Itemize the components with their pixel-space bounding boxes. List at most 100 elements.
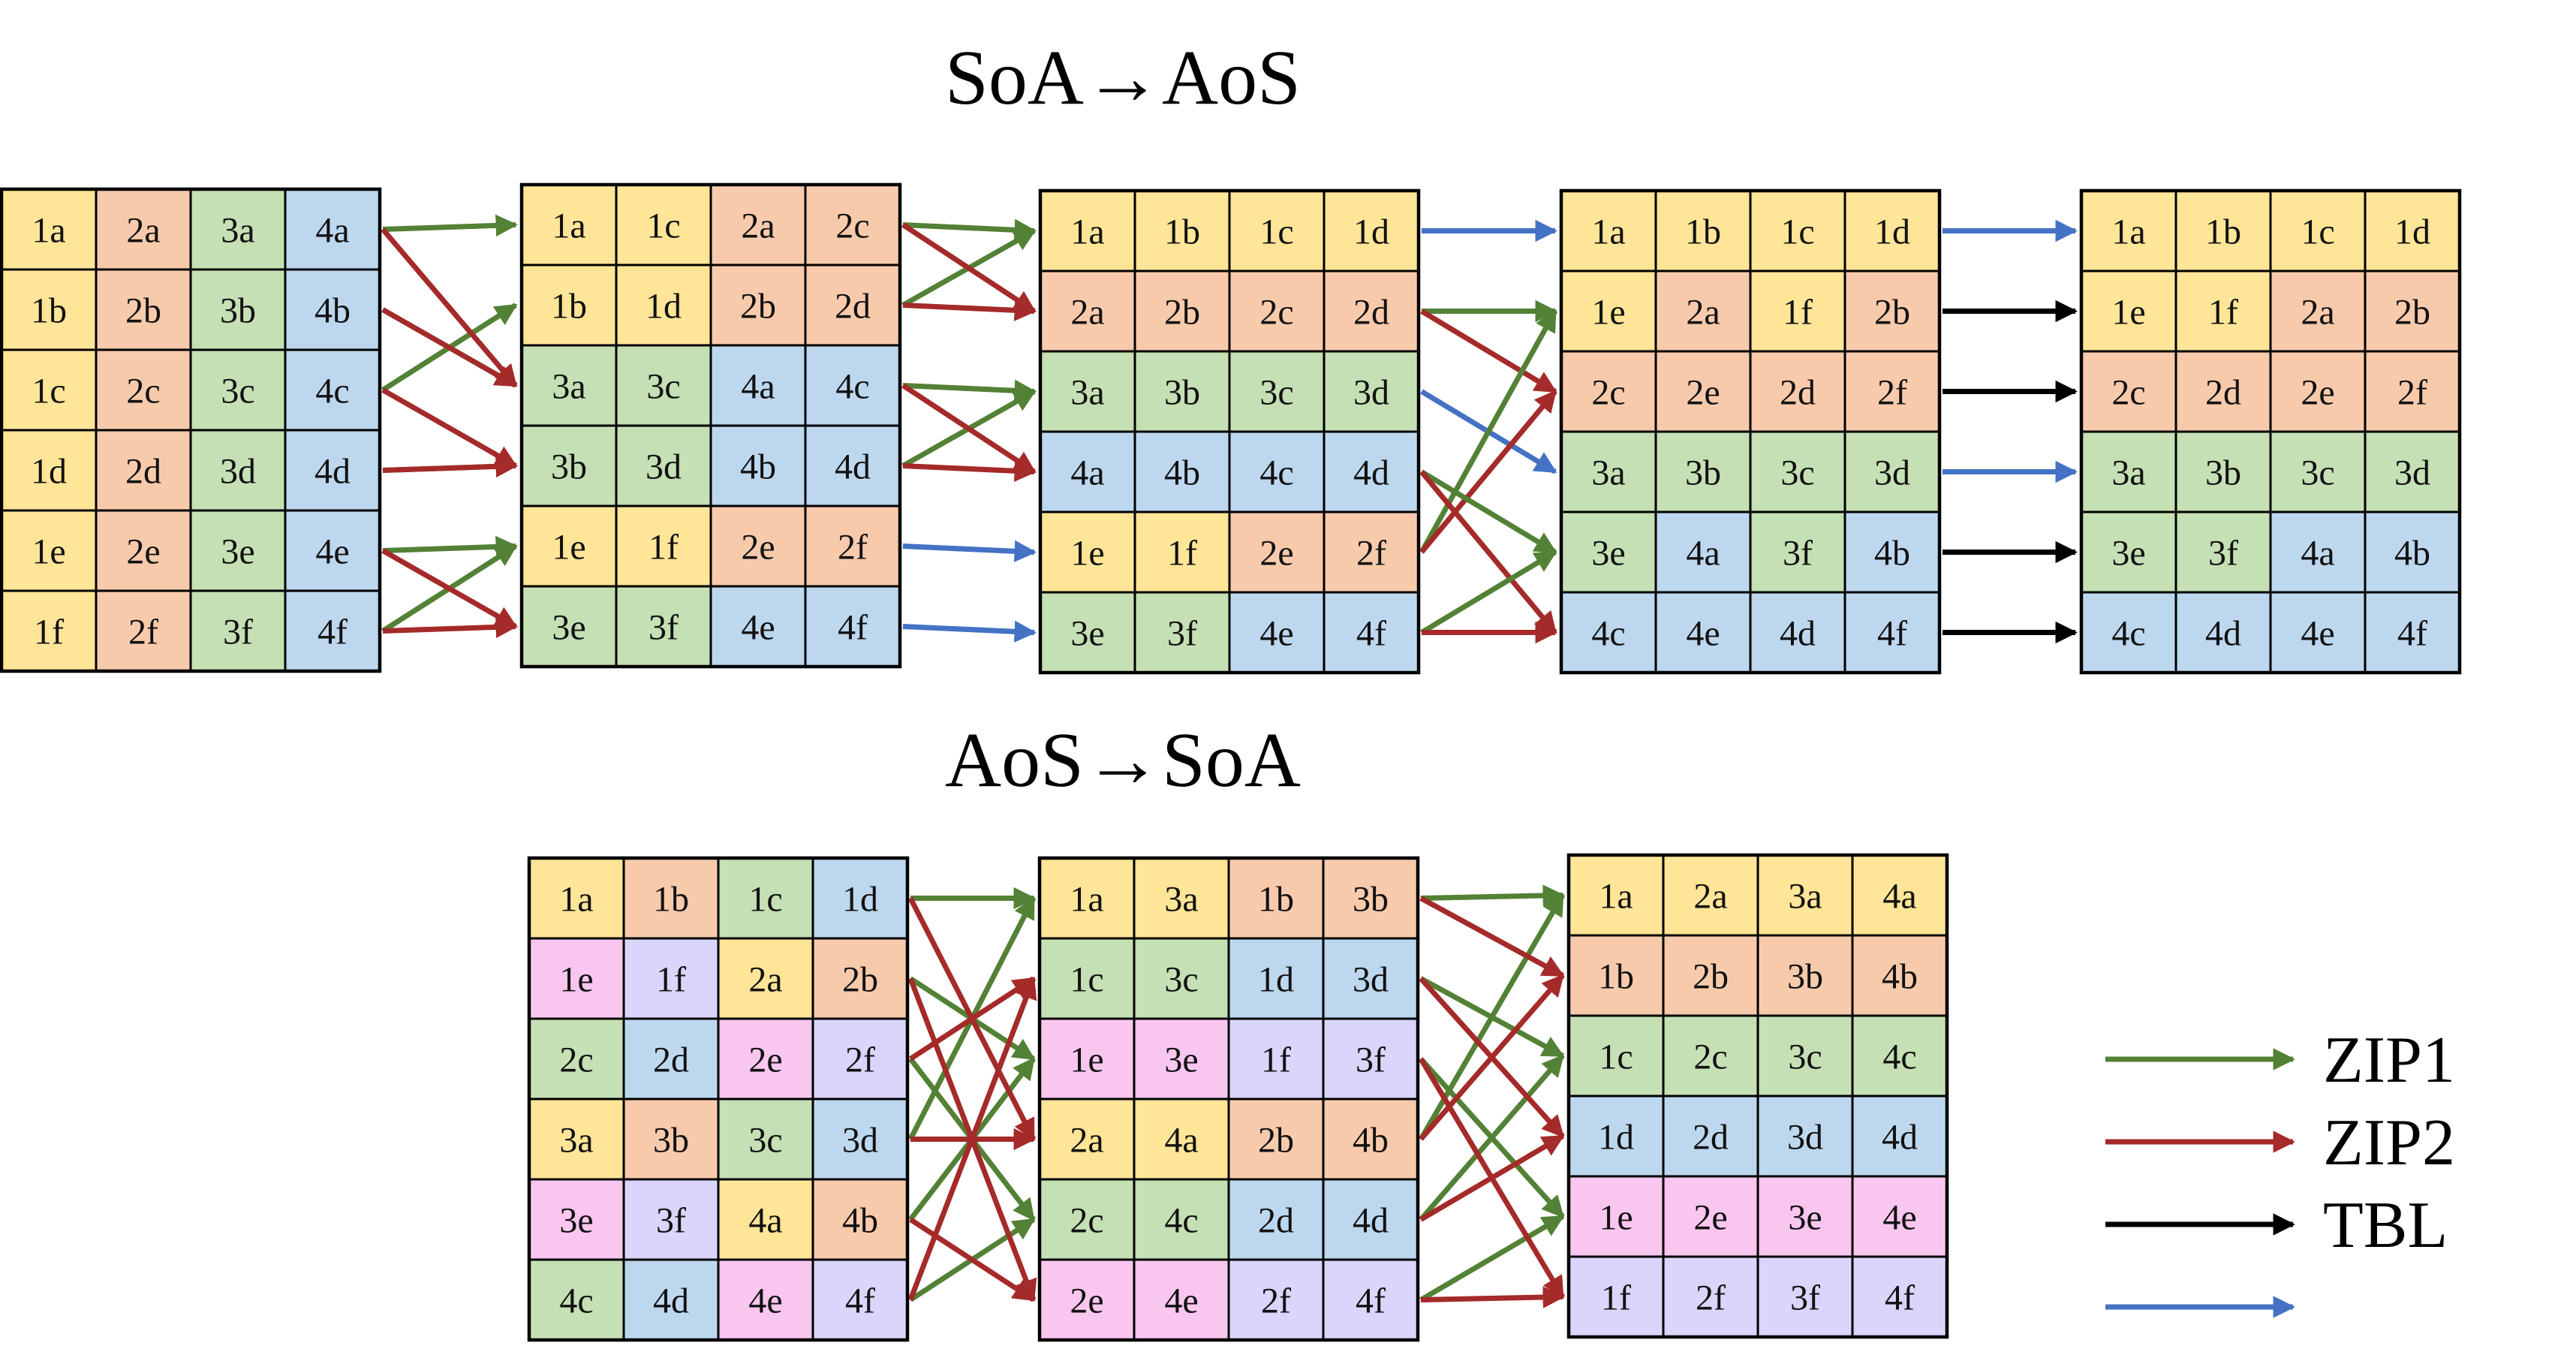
cell-label: 3f [1167, 614, 1197, 654]
grid-cell [1133, 591, 1231, 674]
cell-label: 4c [1164, 1201, 1198, 1241]
zip1-arrow [1419, 976, 1565, 1058]
cell-label: 2c [1591, 373, 1625, 413]
grid-cell [1749, 189, 1846, 273]
cell-label: 1c [1780, 212, 1814, 252]
cell-label: 1d [1598, 1118, 1634, 1158]
cell-label: 1b [31, 291, 67, 331]
cell-label: 2c [559, 1040, 593, 1080]
cell-label: 2f [1696, 1278, 1726, 1318]
title-aos-to-soa: AoS→SoA [945, 717, 1301, 803]
cell-label: 2d [1353, 293, 1389, 333]
grid-cell [709, 344, 807, 427]
cell-label: 1f [1601, 1278, 1631, 1318]
grid-cell [1567, 1014, 1665, 1098]
cell-label: 2b [1874, 293, 1910, 333]
zip2-arrow [381, 307, 518, 388]
cell-label: 4d [2205, 614, 2241, 654]
grid-cell [528, 1017, 625, 1101]
cell-label: 1f [1783, 293, 1813, 333]
cell-label: 3a [1591, 453, 1625, 493]
cell-label: 4e [1882, 1198, 1916, 1238]
cell-label: 4b [2394, 534, 2430, 574]
grid-cell [2174, 591, 2272, 674]
grid-cell [1228, 591, 1326, 674]
cell-label: 4c [315, 372, 349, 411]
zip1-arrow [1420, 469, 1557, 555]
title-soa-to-aos: SoA→AoS [945, 35, 1301, 121]
grid-cell [1662, 934, 1759, 1017]
zip2-arrow [1419, 470, 1557, 634]
cell-label: 3e [221, 532, 254, 572]
arrows-layer [381, 214, 2078, 1308]
zip2-arrow [902, 299, 1037, 321]
cell-label: 4e [315, 532, 349, 572]
cell-label: 4c [1259, 453, 1293, 493]
cell-label: 3b [551, 447, 587, 487]
grid-cell [1227, 1258, 1325, 1341]
grid-cell [1038, 857, 1136, 940]
cell-label: 3d [2394, 453, 2430, 493]
grid-cell [95, 589, 192, 673]
grid-cell [1133, 1178, 1230, 1261]
cell-label: 3f [1356, 1040, 1386, 1080]
cell-label: 3a [1788, 877, 1822, 917]
cell-label: 4e [748, 1281, 782, 1321]
cell-label: 2b [1693, 957, 1729, 997]
grid-border [527, 856, 910, 1342]
zip2-arrow [381, 387, 518, 468]
grid-cell [1749, 591, 1846, 674]
cell-label: 3e [559, 1201, 593, 1241]
grid-cell [615, 344, 712, 427]
cell-label: 4d [1882, 1118, 1918, 1158]
zip2-arrow [1419, 390, 1557, 554]
cell-label: 3c [1788, 1037, 1822, 1077]
cell-label: 2f [1356, 534, 1386, 574]
cell-label: 3a [221, 211, 254, 251]
cell-label: 2e [1070, 1281, 1103, 1321]
grid-cell [2364, 189, 2461, 273]
cell-label: 3e [1070, 614, 1104, 654]
grid-cell [2174, 510, 2272, 594]
cell-label: 4f [1877, 614, 1907, 654]
grid-cell [1323, 430, 1420, 513]
cell-label: 2d [2205, 373, 2241, 413]
cell-label: 1c [1070, 960, 1103, 1000]
cell-label: 4e [2301, 614, 2334, 654]
grid-cell [2269, 269, 2367, 353]
cell-label: 1f [1261, 1040, 1291, 1080]
cell-label: 3c [748, 1121, 782, 1161]
cell-label: 1d [2394, 212, 2430, 252]
zip2-arrow [1419, 896, 1565, 978]
grid-cell [1322, 937, 1419, 1020]
cell-label: 2c [1693, 1037, 1727, 1077]
cell-label: 2d [125, 452, 161, 492]
grid-cell [1654, 430, 1752, 513]
cell-label: 2d [1780, 373, 1816, 413]
grid-cell [1662, 1255, 1759, 1338]
legend-label: ZIP2 [2323, 1107, 2455, 1179]
cell-label: 1d [1258, 960, 1294, 1000]
arrow-set-4 [907, 887, 1037, 1302]
grid-cell [717, 857, 814, 940]
grid-cell [1038, 1178, 1136, 1261]
zip2-arrow [901, 222, 1037, 314]
grid-cell [189, 188, 287, 271]
legend-label: ZIP1 [2323, 1024, 2455, 1097]
cell-label: 4b [1353, 1121, 1389, 1161]
cell-label: 1b [653, 880, 689, 920]
cell-label: 4e [1164, 1281, 1198, 1321]
cell-label: 2d [835, 287, 871, 327]
cell-label: 4d [653, 1281, 689, 1321]
cell-label: 3c [2301, 453, 2334, 493]
zip2-arrow [1419, 977, 1565, 1138]
grid-cell [2080, 269, 2177, 353]
cell-label: 1e [32, 532, 65, 572]
cell-label: 3e [2111, 534, 2145, 574]
grid-cell [804, 263, 901, 347]
cell-label: 3f [1783, 534, 1813, 574]
grid-border [1559, 188, 1942, 675]
